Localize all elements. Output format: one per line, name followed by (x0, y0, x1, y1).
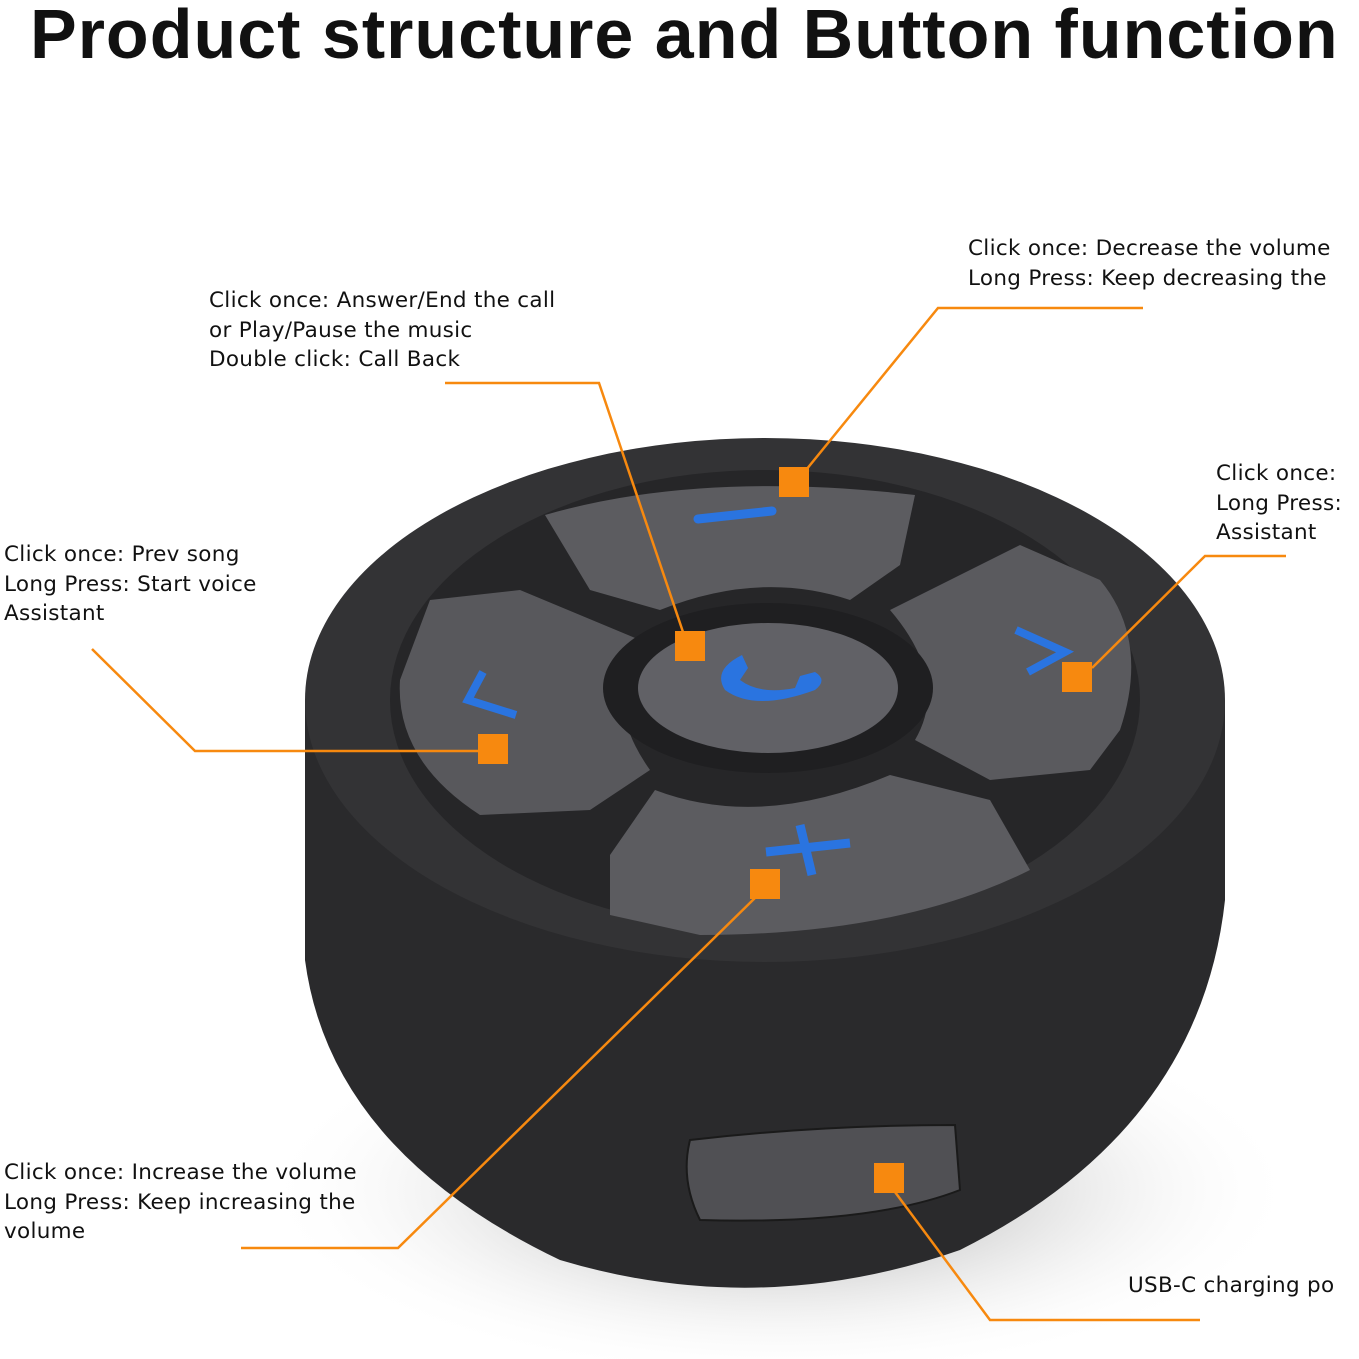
chevron-left-icon (462, 670, 518, 719)
page-title: Product structure and Button function (30, 0, 1339, 73)
label-line: USB-C charging po (1128, 1273, 1335, 1298)
label-line: volume (4, 1219, 86, 1244)
call-button-label: Click once: Answer/End the call or Play/… (209, 286, 555, 375)
label-line: Long Press: Keep increasing the (4, 1189, 356, 1215)
marker-minus (779, 467, 809, 497)
label-line: Click once: (1216, 461, 1337, 486)
button-minus[interactable] (545, 486, 915, 610)
label-line: Long Press: Keep decreasing the (968, 265, 1327, 291)
minus-button-label: Click once: Decrease the volume Long Pre… (968, 234, 1331, 293)
marker-call (675, 631, 705, 661)
next-button-label: Click once: Long Press: Assistant (1216, 459, 1342, 548)
label-line: Long Press: Start voice (4, 571, 257, 597)
button-prev[interactable] (399, 590, 650, 815)
chevron-right-icon (1014, 626, 1075, 676)
button-next[interactable] (890, 545, 1132, 780)
label-line: Click once: Decrease the volume (968, 236, 1331, 261)
label-line: or Play/Pause the music (209, 317, 473, 343)
minus-icon (693, 506, 777, 524)
marker-usb (874, 1163, 904, 1193)
label-line: Assistant (1216, 520, 1317, 545)
leader-lines (91, 306, 1286, 1322)
label-line: Click once: Increase the volume (4, 1160, 357, 1185)
label-line: Assistant (4, 601, 105, 626)
phone-icon (721, 655, 822, 701)
marker-plus (750, 869, 780, 899)
plus-button-label: Click once: Increase the volume Long Pre… (4, 1158, 357, 1247)
marker-next (1062, 662, 1092, 692)
button-plus[interactable] (610, 775, 1030, 935)
label-line: Click once: Answer/End the call (209, 288, 556, 313)
usb-port-label: USB-C charging po (1128, 1271, 1334, 1301)
label-line: Double click: Call Back (209, 347, 461, 372)
prev-button-label: Click once: Prev song Long Press: Start … (4, 540, 257, 629)
plus-icon (765, 823, 851, 877)
label-line: Click once: Prev song (4, 542, 240, 567)
marker-prev (478, 734, 508, 764)
label-line: Long Press: (1216, 490, 1342, 516)
